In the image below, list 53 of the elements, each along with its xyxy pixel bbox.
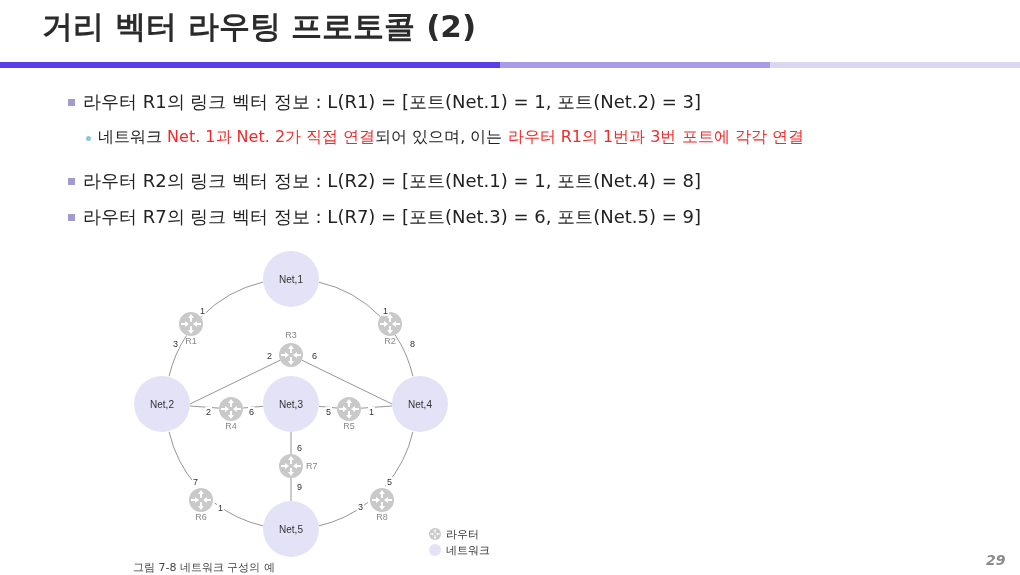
router-label: R7 — [306, 461, 318, 471]
port-number: 9 — [296, 482, 303, 492]
port-number: 6 — [248, 407, 255, 417]
port-number: 5 — [386, 477, 393, 487]
connector-line — [384, 431, 414, 487]
figure-caption: 그림 7-8 네트워크 구성의 예 — [133, 560, 275, 575]
legend-label: 네트워크 — [446, 544, 490, 557]
connector-line — [394, 334, 414, 377]
network-circle: Net,2 — [134, 376, 190, 432]
router-label: R2 — [384, 336, 396, 346]
port-number: 1 — [368, 407, 375, 417]
network-circle: Net,3 — [263, 376, 319, 432]
connector-line — [360, 405, 393, 409]
bullet-text: 라우터 R2의 링크 벡터 정보 : L(R2) = [포트(Net.1) = 1, 포트(Net.4) = 8] — [83, 169, 701, 193]
router-label: R8 — [376, 512, 388, 522]
sub-bullet-text: 네트워크 Net. 1과 Net. 2가 직접 연결되어 있으며, 이는 라우터 R1의 1번과 3번 포트에 각각 연결 — [98, 127, 804, 148]
network-circle: Net,1 — [263, 251, 319, 307]
port-number: 5 — [325, 407, 332, 417]
port-number: 7 — [192, 477, 199, 487]
connector-line — [214, 502, 264, 527]
port-number: 6 — [311, 351, 318, 361]
port-number: 2 — [205, 407, 212, 417]
port-number: 8 — [409, 339, 416, 349]
connector-line — [318, 502, 369, 527]
connector-line — [189, 405, 220, 409]
connector-line — [242, 405, 264, 409]
port-number: 6 — [296, 443, 303, 453]
port-number: 1 — [382, 306, 389, 316]
bullet-text: 라우터 R7의 링크 벡터 정보 : L(R7) = [포트(Net.3) = 6, 포트(Net.5) = 9] — [83, 205, 701, 229]
port-number: 3 — [172, 339, 179, 349]
connector-line — [200, 281, 264, 318]
port-number: 1 — [217, 503, 224, 513]
legend-label: 라우터 — [446, 528, 479, 541]
connector-line — [290, 431, 292, 455]
router-label: R5 — [343, 421, 355, 431]
network-circle: Net,4 — [392, 376, 448, 432]
connector-line — [189, 359, 281, 405]
page-number: 29 — [986, 552, 1006, 568]
router-label: R3 — [285, 330, 297, 340]
connector-line — [318, 281, 381, 317]
router-label: R4 — [225, 421, 237, 431]
bullet-text: 라우터 R1의 링크 벡터 정보 : L(R1) = [포트(Net.1) = 1, 포트(Net.2) = 3] — [83, 90, 701, 114]
connector-line — [290, 477, 292, 502]
connector-line — [318, 405, 338, 409]
port-number: 1 — [199, 306, 206, 316]
connector-line — [168, 335, 187, 377]
router-label: R1 — [185, 336, 197, 346]
slide-title: 거리 벡터 라우팅 프로토콜 (2) — [42, 7, 477, 46]
router-label: R6 — [195, 512, 207, 522]
port-number: 2 — [266, 351, 273, 361]
port-number: 3 — [357, 502, 364, 512]
connector-line — [301, 359, 393, 405]
network-circle: Net,5 — [263, 501, 319, 557]
